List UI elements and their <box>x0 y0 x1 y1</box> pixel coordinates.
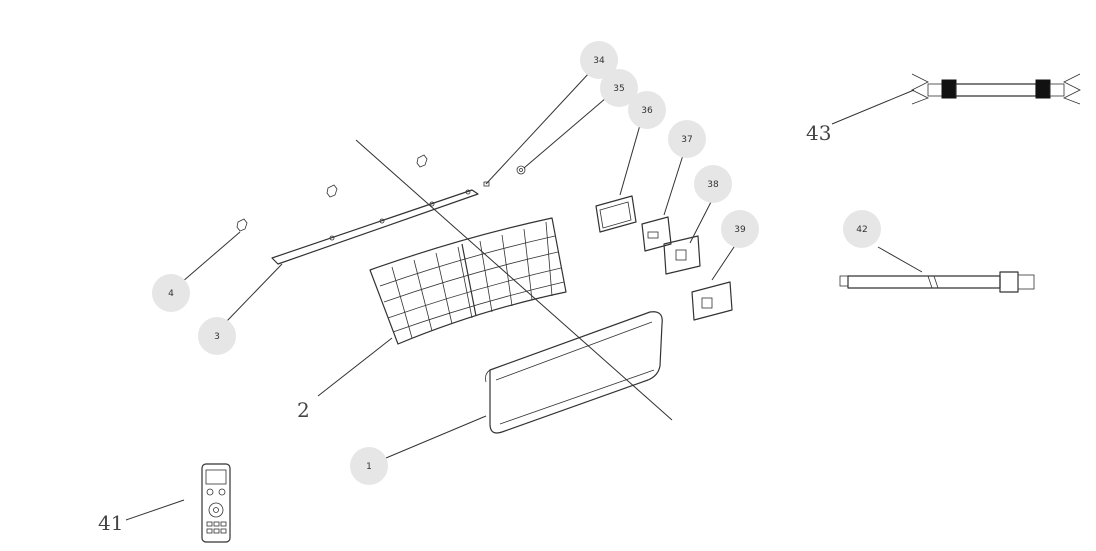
callout-39[interactable]: 39 <box>721 210 759 248</box>
leader-3 <box>225 263 283 323</box>
leader-37 <box>663 151 685 216</box>
part-cable-43 <box>911 73 1081 105</box>
part-strip-3 <box>271 189 479 265</box>
callout-36-label: 36 <box>641 106 653 116</box>
leader-43 <box>831 89 915 125</box>
callout-1-label: 1 <box>366 462 372 472</box>
part-front-panel-1 <box>485 311 663 434</box>
label-43: 43 <box>806 121 831 145</box>
part-cable-42 <box>839 271 1035 293</box>
label-41: 41 <box>98 511 123 535</box>
callout-42[interactable]: 42 <box>843 210 881 248</box>
callout-badges: 34 35 36 37 38 39 42 4 <box>152 41 881 485</box>
callout-37[interactable]: 37 <box>668 120 706 158</box>
diagonal-guide-line <box>355 139 673 421</box>
callout-35[interactable]: 35 <box>600 69 638 107</box>
part-38 <box>663 235 701 275</box>
leader-34 <box>485 71 591 185</box>
leader-42 <box>877 246 923 273</box>
callout-3[interactable]: 3 <box>198 317 236 355</box>
leader-4 <box>181 231 241 283</box>
part-34 <box>483 181 490 187</box>
part-36 <box>595 195 637 233</box>
leader-36 <box>619 124 641 196</box>
part-clips-4 <box>236 154 428 232</box>
leader-39 <box>711 243 737 281</box>
callout-34[interactable]: 34 <box>580 41 618 79</box>
callout-4-label: 4 <box>168 289 174 299</box>
callout-37-label: 37 <box>681 135 692 145</box>
callout-35-label: 35 <box>613 84 624 94</box>
part-filter-2 <box>369 217 567 345</box>
leader-38 <box>689 199 713 244</box>
part-remote-41 <box>201 463 231 543</box>
callout-34-label: 34 <box>593 56 605 66</box>
callout-38-label: 38 <box>707 180 719 190</box>
leader-35 <box>523 97 607 169</box>
leader-41 <box>125 499 185 521</box>
part-35 <box>516 165 526 175</box>
callout-39-label: 39 <box>734 225 746 235</box>
label-2: 2 <box>297 398 310 422</box>
leader-lines <box>125 71 923 521</box>
callout-42-label: 42 <box>856 225 867 235</box>
part-37 <box>641 216 672 252</box>
callout-1[interactable]: 1 <box>350 447 388 485</box>
part-39 <box>691 281 733 321</box>
leader-1 <box>385 415 487 459</box>
callout-36[interactable]: 36 <box>628 91 666 129</box>
callout-3-label: 3 <box>214 332 220 342</box>
callout-38[interactable]: 38 <box>694 165 732 203</box>
callout-4[interactable]: 4 <box>152 274 190 312</box>
leader-2 <box>317 337 393 397</box>
